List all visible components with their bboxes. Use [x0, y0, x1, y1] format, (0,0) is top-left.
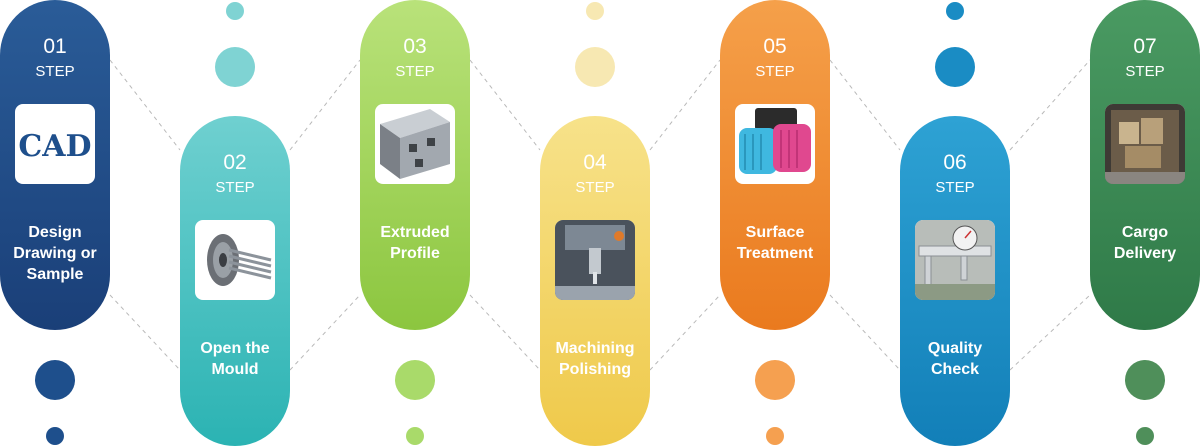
aluminum-profile-image: [375, 104, 455, 184]
decor-dot: [935, 47, 975, 87]
step-number: 07: [1133, 35, 1157, 58]
step-title: Cargo Delivery: [1113, 224, 1177, 262]
step-title: Quality Check: [927, 340, 983, 378]
step-title: Machining Polishing: [555, 340, 635, 378]
decor-dot: [406, 427, 424, 445]
step-number: 02: [223, 151, 247, 174]
decor-dot: [946, 2, 964, 20]
decor-dot: [575, 47, 615, 87]
step-07-card: 07 STEP Cargo Delivery: [1090, 0, 1200, 330]
decor-dot: [215, 47, 255, 87]
decor-dot: [755, 360, 795, 400]
step-label: STEP: [215, 179, 255, 196]
anodized-parts-image: [735, 104, 815, 184]
cad-logo-image: CAD: [15, 104, 95, 184]
decor-dot: [1125, 360, 1165, 400]
step-label: STEP: [935, 179, 975, 196]
step-number: 06: [943, 151, 967, 174]
cad-logo-text: CAD: [18, 129, 91, 164]
decor-dot: [766, 427, 784, 445]
step-number: 01: [43, 35, 67, 58]
step-02-card: 02 STEP Open the Mould: [180, 116, 290, 446]
decor-dot: [226, 2, 244, 20]
step-label: STEP: [395, 63, 435, 80]
step-06-card: 06 STEP Quality Check: [900, 116, 1010, 446]
step-label: STEP: [575, 179, 615, 196]
step-03-card: 03 STEP Extruded Profile: [360, 0, 470, 330]
step-01-card: 01 STEP CAD Design Drawing or Sample: [0, 0, 110, 330]
decor-dot: [1136, 427, 1154, 445]
step-label: STEP: [1125, 63, 1165, 80]
step-label: STEP: [755, 63, 795, 80]
step-title: Design Drawing or Sample: [13, 224, 97, 283]
step-title: Extruded Profile: [380, 224, 450, 262]
decor-dot: [586, 2, 604, 20]
step-title: Open the Mould: [200, 340, 270, 378]
decor-dot: [35, 360, 75, 400]
step-number: 04: [583, 151, 607, 174]
shipping-container-image: [1105, 104, 1185, 184]
step-05-card: 05 STEP Surface Treatment: [720, 0, 830, 330]
step-number: 03: [403, 35, 427, 58]
step-title: Surface Treatment: [736, 224, 814, 262]
extrusion-die-image: [195, 220, 275, 300]
decor-dot: [46, 427, 64, 445]
step-number: 05: [763, 35, 787, 58]
cnc-machine-image: [555, 220, 635, 300]
step-04-card: 04 STEP Machining Polishing: [540, 116, 650, 446]
caliper-measurement-image: [915, 220, 995, 300]
decor-dot: [395, 360, 435, 400]
step-label: STEP: [35, 63, 75, 80]
